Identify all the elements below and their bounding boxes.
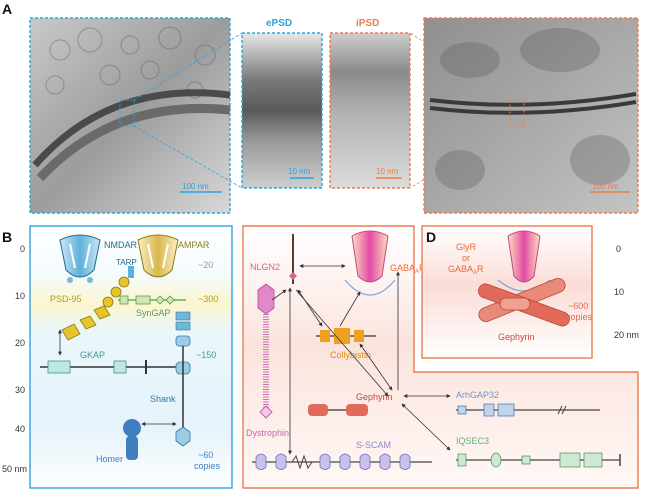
scale-bar-left-label: 100 nm: [182, 182, 209, 191]
panel-a-letter: A: [2, 1, 12, 17]
glyr-label: GlyR: [456, 242, 477, 252]
gkap-label: GKAP: [80, 350, 105, 360]
em-zoom-ipsd: iPSD 10 nm: [330, 18, 410, 188]
gephyrin-label-d: Gephyrin: [498, 332, 535, 342]
copies-homer: ~60: [198, 450, 213, 460]
arhgap32-label: ArhGAP32: [456, 390, 499, 400]
sscam-label: S-SCAM: [356, 440, 391, 450]
axis-b-tick-10: 10: [15, 291, 25, 301]
axis-d-tick-0: 0: [616, 244, 621, 254]
copies-shank: ~150: [196, 350, 216, 360]
panel-b-letter: B: [2, 229, 12, 245]
syngap-label: SynGAP: [136, 308, 171, 318]
axis-b-tick-30: 30: [15, 385, 25, 395]
gephyrin-label-c: Gephyrin: [356, 392, 393, 402]
panel-a: A 100 nm ePSD 10 nm: [2, 1, 638, 213]
axis-b-tick-40: 40: [15, 424, 25, 434]
depth-axis-b: 0 10 20 30 40 50 nm: [2, 244, 27, 474]
panel-d: D 0 10 20 nm GlyR or GABAAR Gephyrin ~60…: [422, 226, 639, 358]
em-zoom-epsd: ePSD 10 nm: [242, 18, 322, 188]
psd95-label: PSD-95: [50, 294, 82, 304]
iqsec3-label: IQSEC3: [456, 436, 489, 446]
ampar-label: AMPAR: [178, 240, 210, 250]
nlgn2-label: NLGN2: [250, 262, 280, 272]
axis-d-tick-20: 20 nm: [614, 330, 639, 340]
copies-word-b: copies: [194, 461, 221, 471]
depth-axis-d: 0 10 20 nm: [614, 244, 639, 340]
axis-b-tick-50: 50 nm: [2, 464, 27, 474]
em-image-excitatory-synapse: 100 nm: [30, 18, 230, 213]
axis-b-tick-0: 0: [20, 244, 25, 254]
axis-b-tick-20: 20: [15, 338, 25, 348]
copies-word-d: copies: [566, 312, 593, 322]
panel-d-letter: D: [426, 229, 436, 245]
scale-bar-ipsd-label: 10 nm: [376, 167, 399, 176]
copies-psd95: ~300: [198, 294, 218, 304]
nmdar-label: NMDAR: [104, 240, 137, 250]
em-image-inhibitory-synapse: 100 nm: [424, 18, 638, 213]
axis-d-tick-10: 10: [614, 287, 624, 297]
scale-bar-right-label: 100 nm: [592, 182, 619, 191]
shank-label: Shank: [150, 394, 176, 404]
ipsd-title: iPSD: [356, 18, 379, 29]
tarp-label: TARP: [116, 258, 137, 267]
dystrophin-label: Dystrophin: [246, 428, 289, 438]
panel-b: B 0 10 20 30 40 50 nm NMDAR AMPAR TARP: [2, 226, 232, 488]
copies-gephyrin: ~600: [568, 301, 588, 311]
epsd-title: ePSD: [266, 18, 292, 29]
or-label: or: [462, 253, 470, 263]
scale-bar-epsd-label: 10 nm: [288, 167, 311, 176]
homer-label: Homer: [96, 454, 123, 464]
copies-receptors: ~20: [198, 260, 213, 270]
